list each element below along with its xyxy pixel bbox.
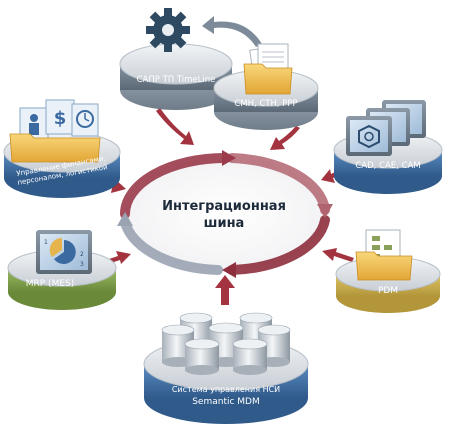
bus-title-line1: Интеграционная	[162, 199, 286, 214]
cad-label: CAD, CAE, CAM	[355, 161, 420, 171]
arrow-mdm	[215, 275, 235, 305]
node-pdm: PDM	[335, 229, 441, 313]
arrow-pdm	[322, 248, 354, 262]
mrp-screen-digit-3: 3	[80, 261, 84, 268]
sapr-label: САПР ТП TimeLine	[137, 75, 216, 85]
mdm-label-line2: Semantic MDM	[192, 397, 260, 407]
node-mdm: Система управления НСИ Semantic MDM	[143, 312, 309, 424]
database-cylinders-icon	[161, 312, 291, 375]
mrp-label: MRP (MES)	[26, 279, 75, 289]
gear-icon	[146, 8, 190, 52]
arrow-smn	[270, 126, 300, 150]
monitor-chart-icon: 1 2 3	[36, 230, 92, 274]
mrp-screen-digit-1: 1	[44, 239, 48, 246]
arrow-sapr	[156, 108, 194, 145]
bus-title-line2: шина	[204, 216, 245, 231]
folder-documents-icon	[243, 43, 293, 95]
svg-text:$: $	[54, 108, 67, 129]
arrow-smn-to-sapr	[202, 16, 262, 47]
integration-bus-ring	[117, 150, 333, 278]
node-finance: $ Управление финансами, персоналом, логи…	[3, 99, 121, 198]
node-cad: CAD, CAE, CAM	[333, 100, 443, 194]
node-mrp: 1 2 3 MRP (MES)	[7, 230, 117, 310]
mdm-label-line1: Система управления НСИ	[172, 385, 280, 394]
folder-diagram-icon	[355, 229, 413, 281]
finance-documents-icon: $	[9, 99, 101, 163]
monitors-icon	[346, 100, 426, 156]
smn-label: СМН, СТН, РРР	[234, 99, 297, 109]
mrp-screen-digit-2: 2	[80, 251, 84, 258]
node-sapr: САПР ТП TimeLine	[119, 8, 233, 110]
pdm-label: PDM	[378, 286, 398, 296]
node-smn: СМН, СТН, РРР	[213, 43, 319, 130]
